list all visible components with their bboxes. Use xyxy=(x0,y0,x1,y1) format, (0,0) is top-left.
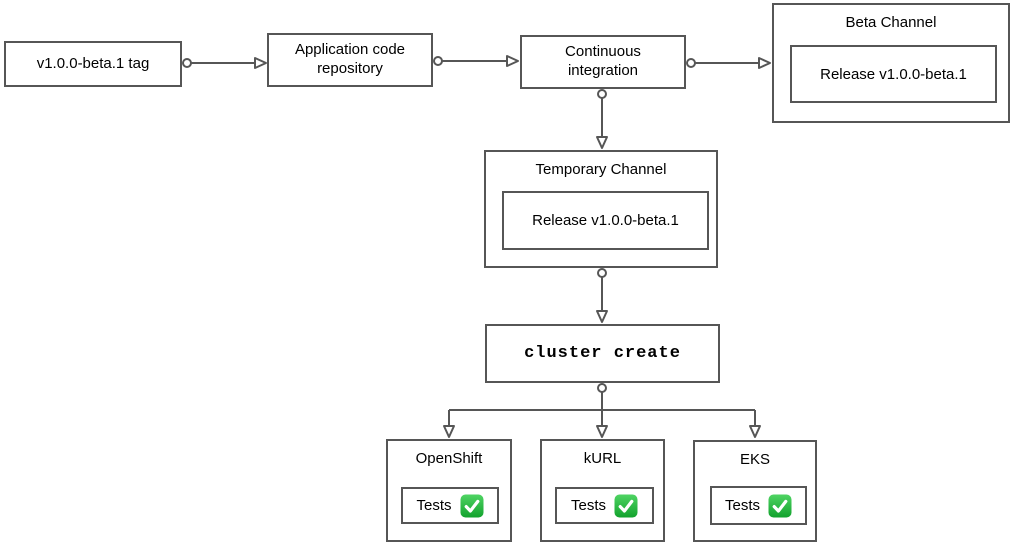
edge-cluster-create-to-test-clusters xyxy=(443,383,761,438)
node-kurl: kURL Tests xyxy=(540,439,665,542)
node-eks: EKS Tests xyxy=(693,440,817,542)
node-continuous-integration-label: Continuous integration xyxy=(565,43,641,79)
cluster-create-label: cluster create xyxy=(524,343,681,363)
temporary-release-label: Release v1.0.0-beta.1 xyxy=(532,212,679,229)
node-continuous-integration: Continuous integration xyxy=(520,35,686,89)
check-mark-icon xyxy=(460,494,483,517)
kurl-tests-box: Tests xyxy=(555,487,654,524)
openshift-tests-label: Tests xyxy=(416,497,452,514)
edge-repo-to-ci xyxy=(433,55,519,67)
edge-temporary-channel-to-cluster-create xyxy=(596,268,608,323)
kurl-tests-label: Tests xyxy=(570,497,606,514)
node-version-tag-label: v1.0.0-beta.1 tag xyxy=(36,54,150,72)
eks-tests-label: Tests xyxy=(724,497,760,514)
node-version-tag: v1.0.0-beta.1 tag xyxy=(4,41,182,87)
beta-channel-title: Beta Channel xyxy=(845,14,937,31)
openshift-title: OpenShift xyxy=(415,450,483,467)
openshift-tests-box: Tests xyxy=(401,487,499,524)
beta-release-label: Release v1.0.0-beta.1 xyxy=(820,65,967,83)
node-application-code-repository: Application code repository xyxy=(267,33,433,87)
kurl-title: kURL xyxy=(583,450,622,467)
edge-tag-to-repo xyxy=(182,57,267,69)
check-mark-icon xyxy=(768,494,792,517)
node-openshift: OpenShift Tests xyxy=(386,439,512,542)
eks-tests-box: Tests xyxy=(710,486,807,525)
node-cluster-create: cluster create xyxy=(485,324,720,383)
node-beta-release: Release v1.0.0-beta.1 xyxy=(790,45,997,103)
node-temporary-release: Release v1.0.0-beta.1 xyxy=(502,191,709,250)
check-mark-icon xyxy=(614,494,638,517)
edge-ci-to-temporary-channel xyxy=(596,89,608,149)
edge-ci-to-beta-channel xyxy=(686,57,771,69)
eks-title: EKS xyxy=(739,451,770,468)
temporary-channel-title: Temporary Channel xyxy=(535,161,667,178)
node-temporary-channel: Temporary Channel Release v1.0.0-beta.1 xyxy=(484,150,718,268)
node-beta-channel: Beta Channel Release v1.0.0-beta.1 xyxy=(772,3,1010,123)
node-application-code-repository-label: Application code repository xyxy=(294,41,406,77)
